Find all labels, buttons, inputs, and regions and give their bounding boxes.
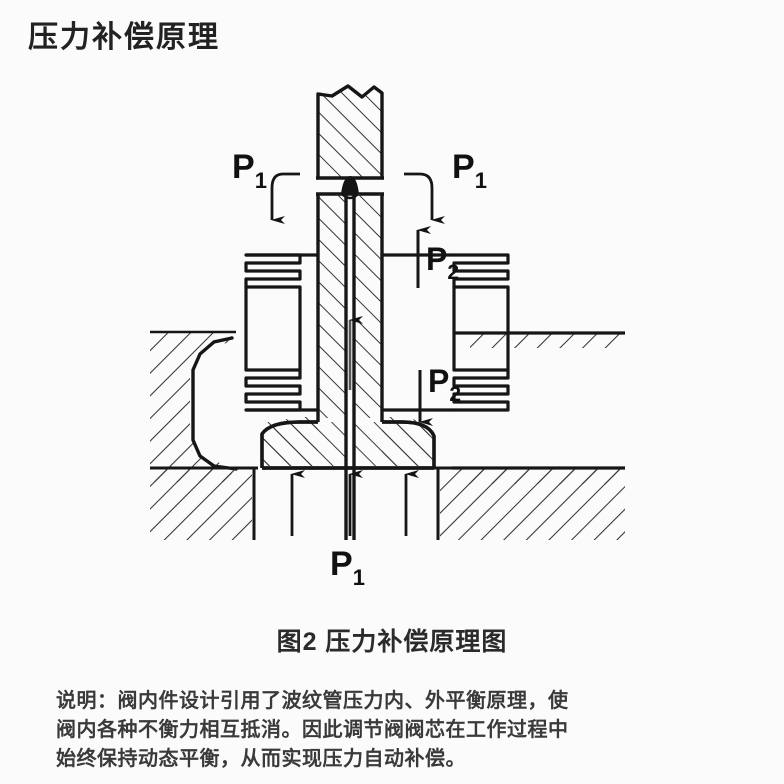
figure-caption: 图2 压力补偿原理图: [276, 628, 508, 656]
figure-svg: P1 P1 P2 P2: [150, 84, 625, 590]
p1-left-leader: [270, 172, 300, 224]
bellows-left: [244, 253, 318, 412]
valve-stem: [316, 84, 384, 200]
p2-upper-label: P2: [426, 241, 459, 284]
note-line-1: 说明：阀内件设计引用了波纹管压力内、外平衡原理，使: [56, 688, 569, 712]
p1-bottom-label: P1: [330, 545, 365, 590]
page-title: 压力补偿原理: [28, 21, 220, 54]
valve-plug: [260, 194, 436, 540]
p1-right-leader: [404, 172, 445, 224]
body-wall-right: [452, 331, 625, 484]
note-block: 说明：阀内件设计引用了波纹管压力内、外平衡原理，使 阀内各种不衡力相互抵消。因此…: [56, 686, 746, 773]
bellows-right: [382, 253, 510, 412]
body-wall-left: [150, 330, 238, 482]
p1-right-label: P1: [452, 148, 487, 193]
p1-left-label: P1: [232, 148, 267, 193]
note-line-2: 阀内各种不衡力相互抵消。因此调节阀阀芯在工作过程中: [56, 717, 569, 741]
note-line-3: 始终保持动态平衡，从而实现压力自动补偿。: [56, 746, 466, 770]
p1-bottom-arrows: [290, 470, 419, 536]
pressure-compensation-figure: P1 P1 P2 P2: [0, 70, 784, 605]
seat-bore: [150, 466, 625, 540]
p2-lower-label: P2: [428, 363, 461, 406]
